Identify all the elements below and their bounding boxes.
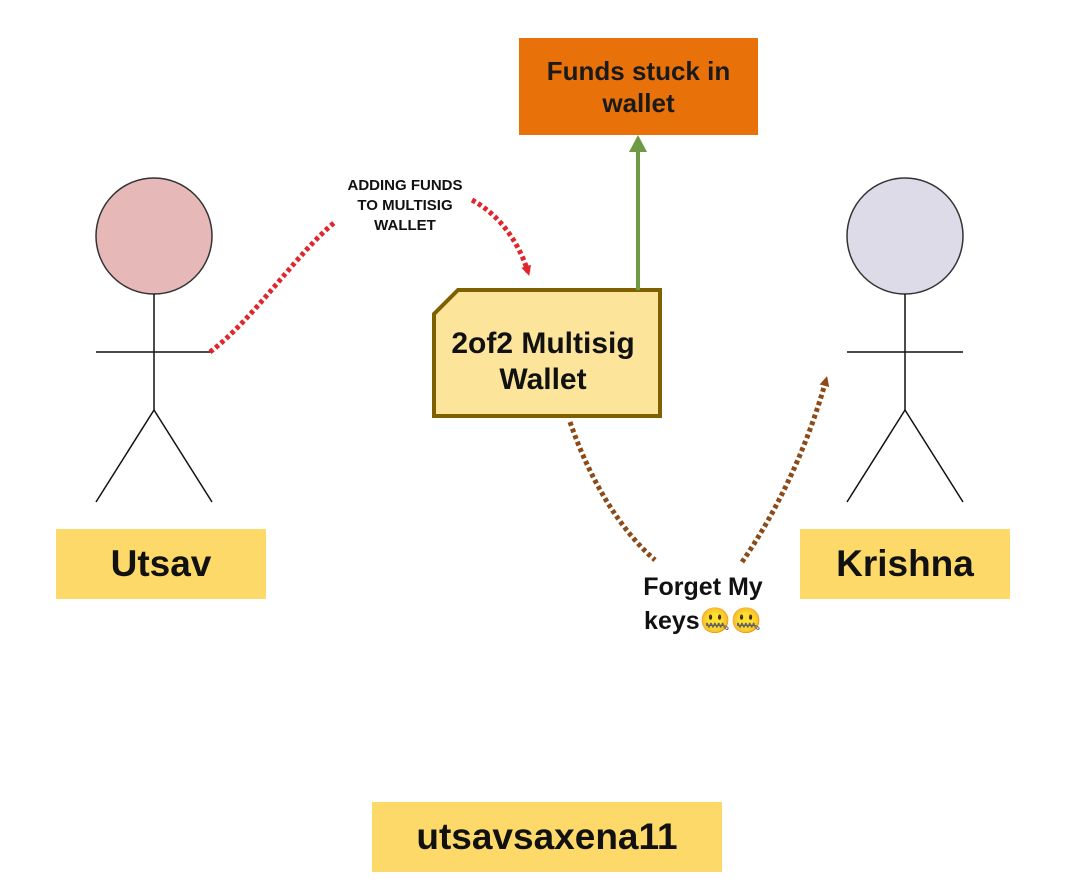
krishna-name-tag: Krishna: [800, 529, 1010, 599]
zipper-mouth-icon: 🤐🤐: [699, 607, 762, 635]
footer-handle: utsavsaxena11: [416, 816, 678, 857]
wallet-label: 2of2 Multisig Wallet: [434, 312, 652, 412]
adding-funds-note: ADDING FUNDS TO MULTISIG WALLET: [322, 176, 488, 236]
forget-keys-arrow-right: [739, 376, 830, 564]
krishna-left-leg: [846, 409, 906, 503]
krishna-head: [846, 177, 964, 295]
footer-handle-bg: [372, 802, 722, 872]
krishna-name: Krishna: [836, 543, 974, 584]
funds-stuck-box: [519, 38, 758, 135]
forget-keys-line1: Forget My: [643, 573, 763, 601]
funds-stuck-line1: Funds stuck in: [546, 55, 731, 86]
adding-funds-arrow-lower: [208, 220, 337, 354]
utsav-name-tag: Utsav: [56, 529, 266, 599]
wallet-box: [432, 288, 662, 418]
adding-funds-line1: ADDING FUNDS: [347, 177, 463, 194]
funds-stuck-line2: wallet: [602, 87, 675, 118]
utsav-name: Utsav: [110, 543, 212, 584]
utsav-stick-figure: [95, 177, 213, 503]
wallet-title-line1: 2of2 Multisig: [451, 327, 635, 360]
funds-stuck-label: Funds stuck in wallet: [519, 38, 758, 135]
utsav-head: [95, 177, 213, 295]
adding-funds-line2: TO MULTISIG: [357, 197, 453, 214]
forget-keys-line2: keys: [644, 607, 700, 635]
adding-funds-arrow-upper: [470, 197, 531, 276]
utsav-right-leg: [153, 409, 213, 503]
krishna-name-tag-bg: [800, 529, 1010, 599]
footer-handle-tag: utsavsaxena11: [372, 802, 722, 872]
krishna-right-leg: [904, 409, 964, 503]
forget-keys-note: Forget My keys🤐🤐: [618, 570, 788, 638]
forget-keys-line2-row: keys🤐🤐: [618, 604, 788, 638]
utsav-name-tag-bg: [56, 529, 266, 599]
stuck-arrow-head: [629, 135, 647, 152]
adding-funds-line3: WALLET: [374, 217, 436, 234]
wallet-title-line2: Wallet: [499, 363, 587, 396]
utsav-left-leg: [95, 409, 155, 503]
forget-keys-arrow-left: [567, 421, 657, 562]
krishna-stick-figure: [846, 177, 964, 503]
